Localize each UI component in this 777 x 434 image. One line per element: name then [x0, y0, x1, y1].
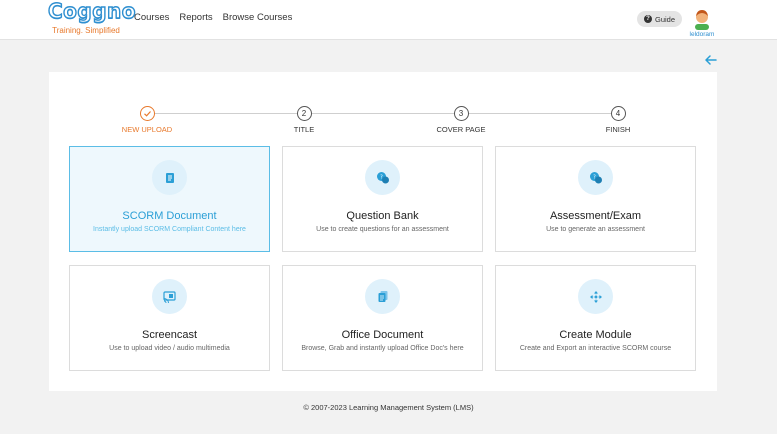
user-menu[interactable]: leldoram: [686, 8, 718, 38]
card-desc: Create and Export an interactive SCORM c…: [519, 345, 672, 352]
nav-browse-courses[interactable]: Browse Courses: [222, 12, 293, 23]
card-desc: Instantly upload SCORM Compliant Content…: [93, 226, 246, 233]
step-label: TITLE: [293, 125, 315, 134]
step-label: COVER PAGE: [436, 125, 486, 134]
move-arrows-icon: [578, 279, 613, 314]
top-header: Coggno Training. Simplified Courses Repo…: [0, 0, 777, 40]
card-desc: Use to upload video / audio multimedia: [109, 345, 230, 352]
stepper-line: [147, 113, 619, 114]
question-icon: ?: [643, 15, 652, 23]
avatar: [695, 10, 709, 30]
step-label: FINISH: [605, 125, 631, 134]
step-label: NEW UPLOAD: [121, 125, 173, 134]
svg-text:?: ?: [380, 174, 383, 180]
guide-label: Guide: [654, 14, 675, 24]
step-title: 2 TITLE: [249, 106, 359, 134]
user-name: leldoram: [689, 31, 715, 38]
step-cover-page: 3 COVER PAGE: [406, 106, 516, 134]
logo-wordmark: Coggno: [47, 0, 137, 23]
card-title: Question Bank: [346, 210, 419, 222]
cast-icon: [152, 279, 187, 314]
step-number: 4: [610, 106, 626, 121]
card-title: Screencast: [141, 329, 198, 341]
nav-reports[interactable]: Reports: [179, 12, 213, 23]
chat-bubbles-icon: ?: [365, 160, 400, 195]
card-desc: Browse, Grab and instantly upload Office…: [301, 345, 464, 352]
guide-button[interactable]: ? Guide: [637, 11, 682, 27]
card-create-module[interactable]: Create Module Create and Export an inter…: [495, 265, 696, 371]
step-number: 2: [296, 106, 312, 121]
card-title: Assessment/Exam: [549, 210, 642, 222]
card-office-document[interactable]: Office Document Browse, Grab and instant…: [282, 265, 483, 371]
card-desc: Use to generate an assessment: [546, 226, 645, 233]
back-arrow-icon[interactable]: [704, 53, 718, 67]
files-icon: [365, 279, 400, 314]
card-title: SCORM Document: [122, 210, 217, 222]
chat-bubbles-icon: ?: [578, 160, 613, 195]
footer-copyright: © 2007-2023 Learning Management System (…: [303, 403, 474, 412]
main-nav: Courses Reports Browse Courses: [134, 12, 292, 23]
nav-courses[interactable]: Courses: [134, 12, 170, 23]
card-screencast[interactable]: Screencast Use to upload video / audio m…: [69, 265, 270, 371]
card-title: Office Document: [341, 329, 424, 341]
coggno-logo[interactable]: Coggno Training. Simplified: [47, 0, 137, 35]
card-title: Create Module: [559, 329, 632, 341]
card-question-bank[interactable]: ? Question Bank Use to create questions …: [282, 146, 483, 252]
logo-tagline: Training. Simplified: [52, 26, 120, 35]
step-number: 3: [453, 106, 469, 121]
upload-panel: NEW UPLOAD 2 TITLE 3 COVER PAGE 4 FINISH…: [49, 72, 717, 391]
svg-text:?: ?: [593, 174, 596, 180]
card-desc: Use to create questions for an assessmen…: [316, 226, 449, 233]
step-finish: 4 FINISH: [563, 106, 673, 134]
step-new-upload: NEW UPLOAD: [92, 106, 202, 134]
document-icon: [152, 160, 187, 195]
card-scorm-document[interactable]: SCORM Document Instantly upload SCORM Co…: [69, 146, 270, 252]
card-assessment-exam[interactable]: ? Assessment/Exam Use to generate an ass…: [495, 146, 696, 252]
step-check-icon: [139, 106, 155, 121]
